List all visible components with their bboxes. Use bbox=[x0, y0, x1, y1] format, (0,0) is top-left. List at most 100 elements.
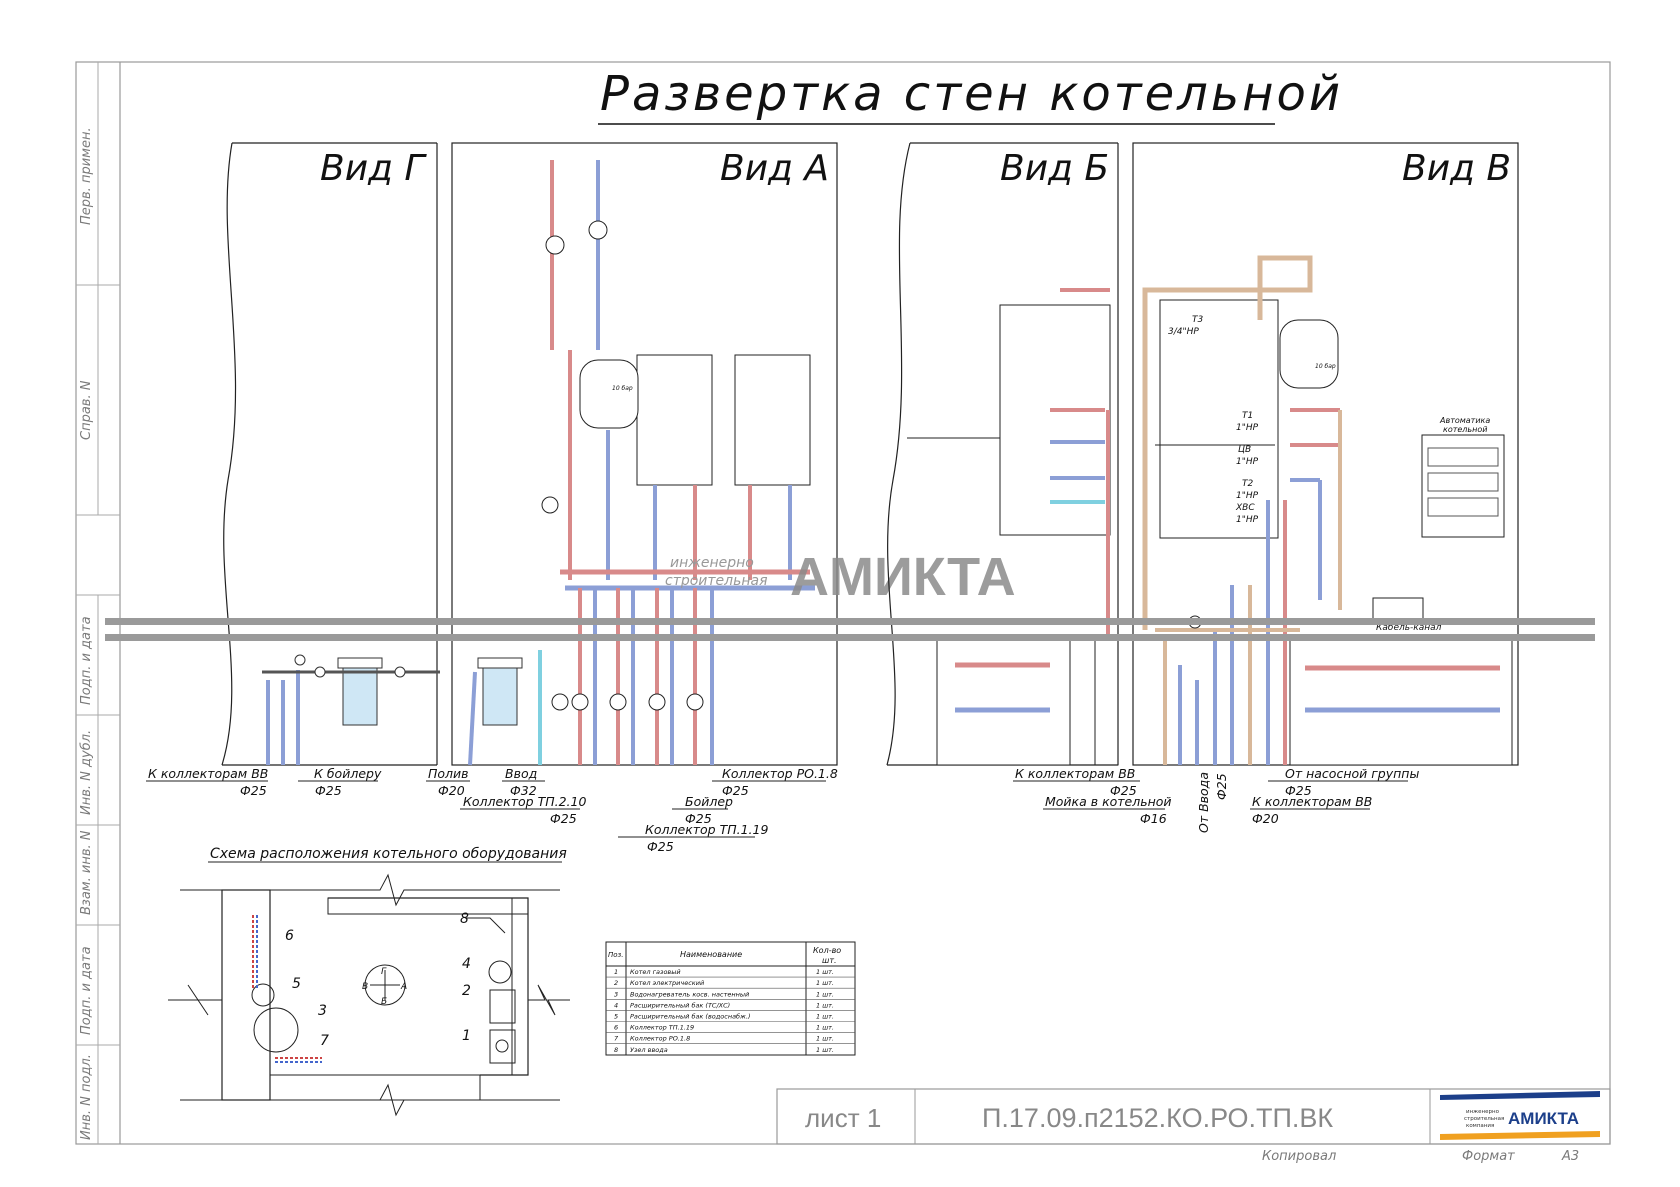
spec-cell-name: Котел газовый bbox=[630, 968, 681, 976]
expansion-tank-v bbox=[1279, 319, 1339, 389]
drawing-code: П.17.09.п2152.КО.РО.ТП.ВК bbox=[982, 1103, 1333, 1133]
scheme-num-6: 6 bbox=[285, 928, 294, 944]
label-b-k-kollektoram-vv: К коллекторам ВВ bbox=[1015, 766, 1135, 781]
compass-a: А bbox=[400, 982, 407, 992]
label-a-poliv: Полив bbox=[428, 766, 469, 781]
label-a-boiler: Бойлер bbox=[685, 794, 733, 809]
label-hvs-size: 1"НР bbox=[1236, 515, 1259, 525]
side-label-vzam-inv: Взам. инв. N bbox=[79, 830, 94, 915]
label-a-koll-tp119: Коллектор ТП.1.19 bbox=[645, 822, 768, 837]
label-v-k-kollektoram-vv-d: Ф20 bbox=[1252, 811, 1279, 826]
spec-cell-pos: 1 bbox=[614, 968, 618, 976]
water-filter-g bbox=[342, 664, 378, 726]
side-label-sprav: Справ. N bbox=[79, 380, 94, 440]
side-label-perv-primen: Перв. примен. bbox=[79, 127, 94, 225]
spec-cell-pos: 2 bbox=[614, 979, 618, 987]
spec-cell-pos: 8 bbox=[614, 1046, 618, 1054]
label-a-poliv-d: Ф20 bbox=[438, 783, 465, 798]
label-t3-size: 3/4"НР bbox=[1168, 327, 1199, 337]
tank-a-label: 10 бар bbox=[612, 385, 633, 392]
watermark-text: АМИКТА bbox=[790, 547, 1016, 607]
label-v-ot-vvoda: От Ввода bbox=[1196, 772, 1211, 833]
pipe-labels: К коллекторам ВВ Ф25 К бойлеру Ф25 Полив… bbox=[146, 766, 1419, 854]
layout-scheme: Схема расположения котельного оборудован… bbox=[168, 846, 570, 1117]
label-v-ot-vvoda-d: Ф25 bbox=[1214, 773, 1229, 800]
view-a-label: Вид А bbox=[720, 148, 829, 189]
logo-text: АМИКТА bbox=[1508, 1109, 1579, 1128]
side-label-podp-data-1: Подп. и дата bbox=[79, 616, 94, 705]
view-v: Вид В 10 бар Т3 3/4"НР Т1 1"НР ЦВ 1"НР Т… bbox=[1132, 142, 1519, 766]
watermark-small-2: строительная bbox=[665, 573, 768, 589]
spec-cell-name: Расширительный бак (ТС/ХС) bbox=[630, 1001, 730, 1009]
view-a: Вид А 10 бар bbox=[451, 142, 838, 766]
spec-cell-qty: 1 шт. bbox=[816, 1046, 834, 1054]
label-t2: Т2 bbox=[1242, 479, 1253, 489]
collector-box-v bbox=[1289, 639, 1513, 766]
label-hvs: ХВС bbox=[1235, 503, 1255, 513]
spec-cell-pos: 6 bbox=[614, 1024, 618, 1032]
label-tsv-size: 1"НР bbox=[1236, 457, 1259, 467]
logo-small-2: строительная bbox=[1464, 1116, 1504, 1122]
label-v-ot-nasosnoi-d: Ф25 bbox=[1285, 783, 1312, 798]
label-b-moika: Мойка в котельной bbox=[1045, 794, 1172, 809]
label-a-koll-ro18-d: Ф25 bbox=[722, 783, 749, 798]
automation-label-1: Автоматика bbox=[1439, 416, 1490, 425]
scheme-num-1: 1 bbox=[462, 1028, 471, 1044]
scheme-item-8 bbox=[465, 917, 506, 934]
label-a-vvod-d: Ф32 bbox=[510, 783, 537, 798]
side-label-inv-podl: Инв. N подл. bbox=[79, 1054, 94, 1140]
compass-icon: Г А Б В bbox=[362, 964, 407, 1007]
boiler-gas bbox=[636, 354, 713, 486]
label-a-vvod: Ввод bbox=[505, 766, 537, 781]
label-t1: Т1 bbox=[1242, 411, 1253, 421]
view-g-label: Вид Г bbox=[320, 148, 427, 189]
scheme-item-3 bbox=[253, 1007, 299, 1053]
spec-cell-pos: 7 bbox=[614, 1035, 619, 1043]
label-b-moika-d: Ф16 bbox=[1140, 811, 1167, 826]
spec-cell-qty: 1 шт. bbox=[816, 1001, 834, 1009]
label-g-k-kollektoram-vv: К коллекторам ВВ bbox=[148, 766, 268, 781]
scheme-num-2: 2 bbox=[462, 983, 471, 999]
label-a-koll-tp210-d: Ф25 bbox=[550, 811, 577, 826]
spec-cell-name: Расширительный бак (водоснабж.) bbox=[630, 1013, 751, 1021]
label-a-koll-tp119-d: Ф25 bbox=[647, 839, 674, 854]
scheme-item-2 bbox=[489, 989, 516, 1024]
scheme-title: Схема расположения котельного оборудован… bbox=[210, 846, 567, 862]
spec-cell-name: Водонагреватель косв. настенный bbox=[630, 990, 749, 998]
boiler-electric bbox=[734, 354, 811, 486]
side-label-podp-data-2: Подп. и дата bbox=[79, 946, 94, 1035]
spec-cell-qty: 1 шт. bbox=[816, 1013, 834, 1021]
footer-kopiroval: Копировал bbox=[1262, 1149, 1336, 1164]
spec-cell-qty: 1 шт. bbox=[816, 1035, 834, 1043]
label-g-k-boileru: К бойлеру bbox=[314, 766, 382, 781]
view-g: Вид Г bbox=[221, 142, 440, 766]
label-v-k-kollektoram-vv: К коллекторам ВВ bbox=[1252, 794, 1372, 809]
automation-label-2: котельной bbox=[1443, 425, 1487, 434]
spec-cell-name: Котел электрический bbox=[630, 979, 704, 987]
water-heater-b bbox=[999, 304, 1111, 536]
collector-box-b bbox=[936, 639, 1071, 766]
spec-cell-name: Узел ввода bbox=[630, 1046, 668, 1054]
compass-g: Г bbox=[381, 967, 387, 977]
spec-cell-pos: 3 bbox=[614, 990, 618, 998]
cable-channel-line-1 bbox=[105, 618, 1595, 625]
scheme-num-5: 5 bbox=[292, 976, 301, 992]
spec-cell-qty: 1 шт. bbox=[816, 968, 834, 976]
spec-cell-name: Коллектор РО.1.8 bbox=[630, 1035, 690, 1043]
scheme-item-5 bbox=[251, 983, 275, 1007]
automation-cabinet bbox=[1421, 434, 1505, 538]
spec-cell-qty: 1 шт. bbox=[816, 979, 834, 987]
spec-header-name: Наименование bbox=[680, 950, 742, 959]
cable-channel-label: Кабель-канал bbox=[1376, 623, 1442, 633]
amikta-logo: АМИКТА инженерно строительная компания bbox=[1440, 1091, 1600, 1140]
label-t1-size: 1"НР bbox=[1236, 423, 1259, 433]
expansion-tank-a bbox=[579, 359, 639, 429]
compass-v: В bbox=[362, 982, 368, 992]
label-b-k-kollektoram-vv-d: Ф25 bbox=[1110, 783, 1137, 798]
cable-channel-line-2 bbox=[105, 634, 1595, 641]
spec-cell-pos: 4 bbox=[614, 1001, 618, 1009]
spec-cell-name: Коллектор ТП.1.19 bbox=[630, 1024, 694, 1032]
scheme-num-7: 7 bbox=[320, 1033, 329, 1049]
label-t3: Т3 bbox=[1192, 315, 1203, 325]
